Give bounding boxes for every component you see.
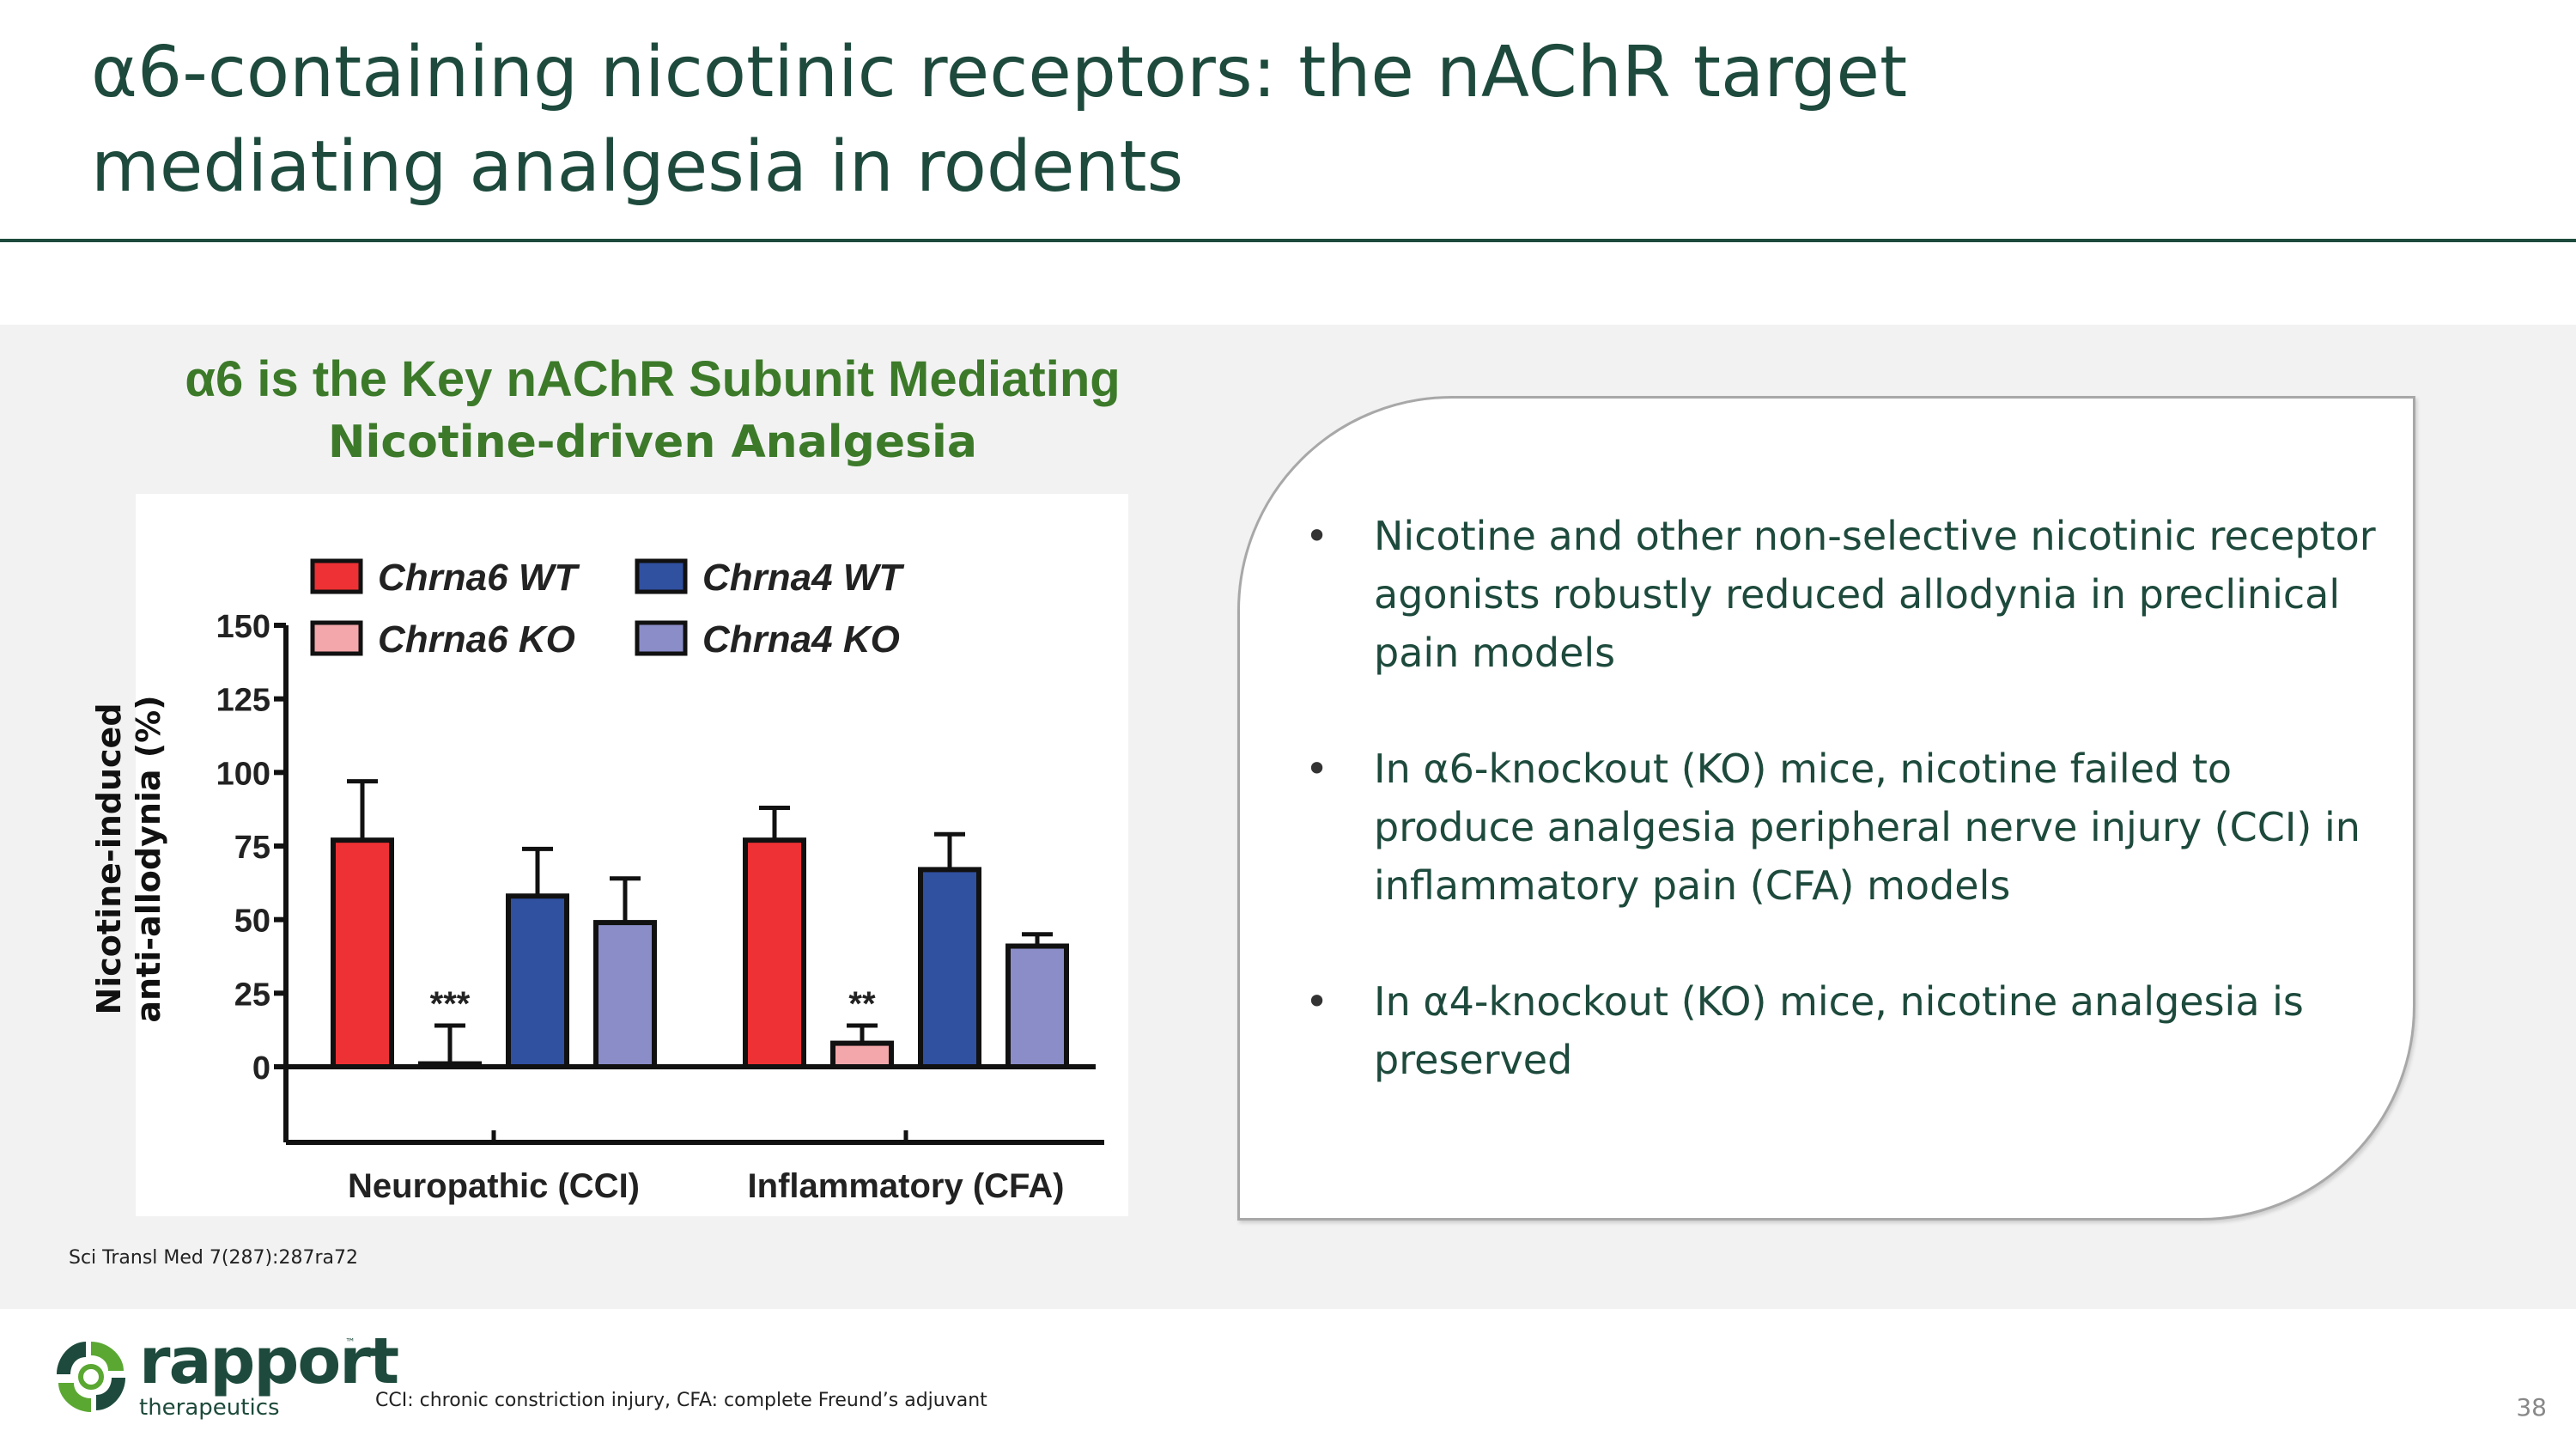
bullet-text: In α6-knockout (KO) mice, nicotine faile… [1374,746,2360,909]
bar [743,837,806,1069]
logo-subtitle: therapeutics [139,1395,280,1421]
chart-title: α6 is the Key nAChR Subunit Mediating Ni… [137,345,1168,471]
callout-box [1237,396,2415,1221]
y-tick-label: 150 [216,609,270,645]
bar-chart: 0 25 50 75 100 125 150 *** Neuropathic (CCI) ** In… [216,557,1104,1205]
legend-swatch [310,558,363,594]
chart-title-line2: Nicotine-driven Analgesia [328,417,977,468]
bullet-item: • In α4-knockout (KO) mice, nicotine anal… [1305,972,2387,1089]
x-tick-label: Neuropathic (CCI) [348,1167,640,1205]
bullet-list: • Nicotine and other non-selective nicoti… [1305,507,2387,1147]
legend-swatch [635,620,688,656]
logo-wordmark: rapport [139,1324,399,1398]
legend-label: Chrna4 WT [702,557,904,599]
bullet-text: In α4-knockout (KO) mice, nicotine analg… [1374,978,2304,1083]
bullet-glyph: • [1305,746,1329,792]
bar [918,867,981,1069]
bullet-glyph: • [1305,978,1329,1025]
title-divider [0,239,2576,242]
slide-title: α6-containing nicotinic receptors: the n… [91,26,2152,215]
y-tick-label: 75 [234,830,270,866]
logo-trademark: ™ [345,1336,355,1349]
bullet-text: Nicotine and other non-selective nicotin… [1374,513,2376,676]
significance-label: *** [430,985,471,1023]
bar [418,1061,482,1069]
legend-label: Chrna6 KO [378,618,575,661]
bar [331,837,394,1069]
bar [1005,943,1069,1069]
significance-label: ** [848,985,876,1023]
y-tick-label: 100 [216,756,270,792]
chart-panel: 0 25 50 75 100 125 150 *** Neuropathic (CCI) ** In… [136,494,1128,1216]
x-tick-label: Inflammatory (CFA) [748,1167,1065,1205]
y-tick-label: 25 [234,977,270,1013]
bullet-item: • In α6-knockout (KO) mice, nicotine fail… [1305,740,2387,915]
bar [506,893,569,1069]
chart-title-line1: α6 is the Key nAChR Subunit Mediating [185,351,1121,407]
company-logo: rapport ™ therapeutics [48,1324,399,1424]
legend-swatch [635,558,688,594]
rapport-logo-icon [57,1342,125,1412]
bullet-glyph: • [1305,513,1329,559]
slide-title-line1: α6-containing nicotinic receptors: the n… [91,32,1908,113]
y-axis-label-line2: anti-allodynia (%) [130,695,167,1023]
bullet-item: • Nicotine and other non-selective nicoti… [1305,507,2387,682]
slide-title-line2: mediating analgesia in rodents [91,126,1184,208]
legend-label: Chrna4 KO [702,618,900,661]
legend-swatch [310,620,363,656]
legend-label: Chrna6 WT [378,557,580,599]
footnote: CCI: chronic constriction injury, CFA: c… [375,1390,987,1411]
y-tick-label: 125 [216,683,270,719]
y-tick-label: 0 [252,1050,270,1087]
bar [830,1040,894,1070]
y-tick-label: 50 [234,904,270,940]
citation: Sci Transl Med 7(287):287ra72 [69,1247,358,1269]
y-axis-label-line1: Nicotine-induced [90,703,128,1015]
page-number: 38 [2516,1393,2547,1422]
bar [593,920,657,1069]
